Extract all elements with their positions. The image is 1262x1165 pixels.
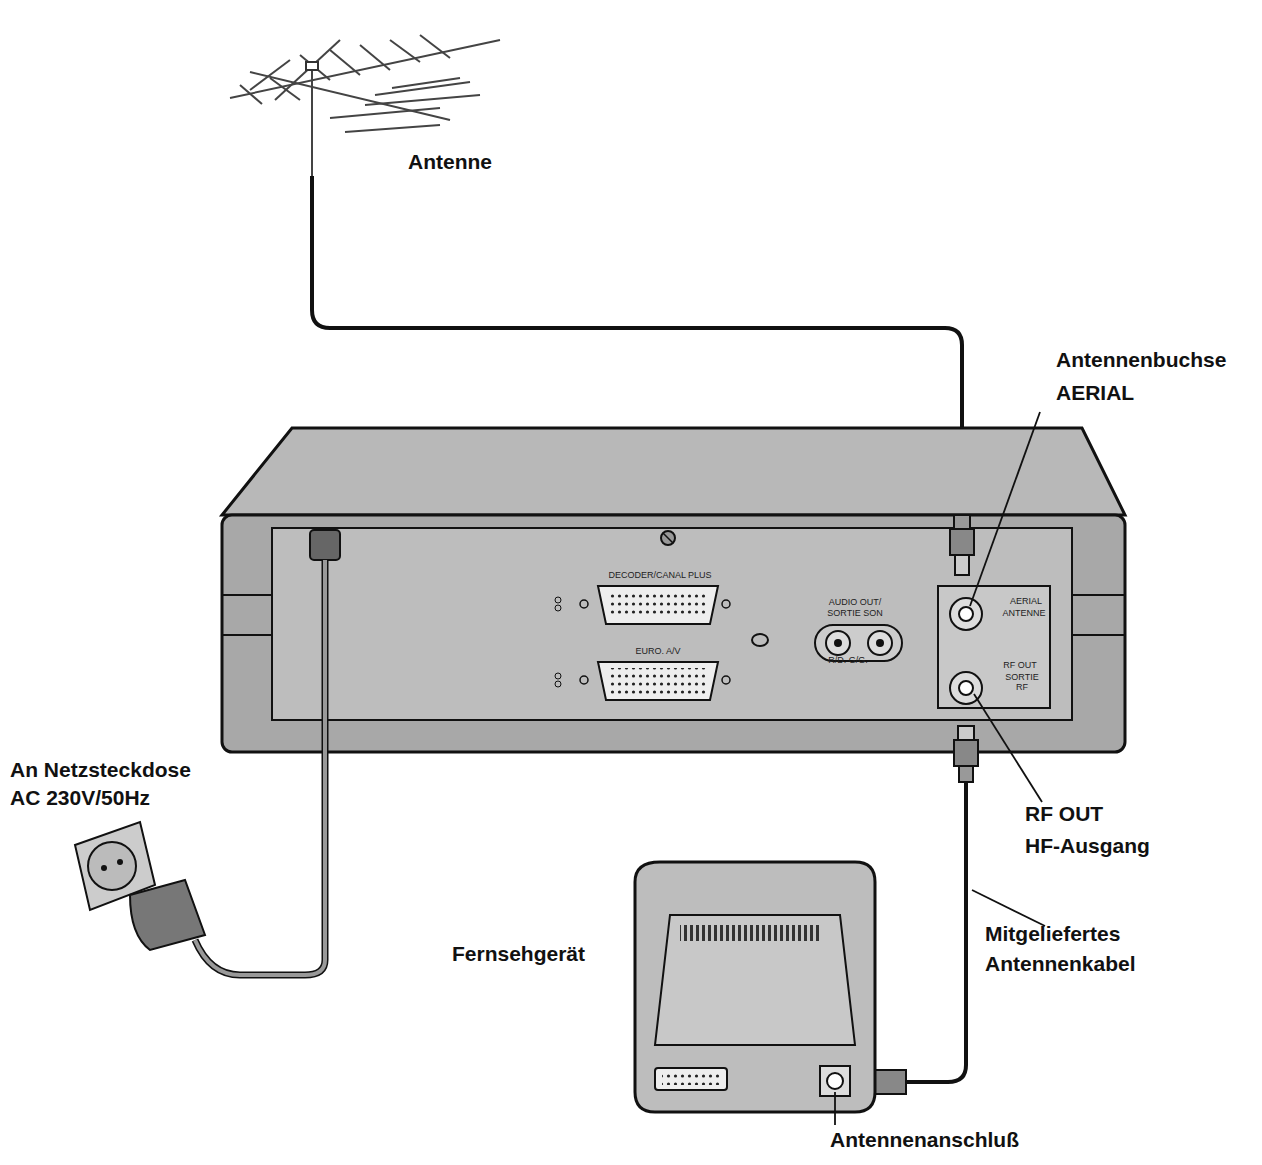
callout-label: Antennenbuchse xyxy=(1056,348,1226,372)
vcr-housing xyxy=(222,428,1125,752)
callout-label: Mitgeliefertes xyxy=(985,922,1120,946)
leader-lines xyxy=(835,412,1045,1125)
panel-label: AERIAL xyxy=(1010,597,1042,606)
tv-set xyxy=(635,862,875,1112)
callout-label: Antennenanschluß xyxy=(830,1128,1019,1152)
callout-label: Fernsehgerät xyxy=(452,942,585,966)
callout-label: Antenne xyxy=(408,150,492,174)
panel-label: RF xyxy=(1016,683,1028,692)
callout-label: RF OUT xyxy=(1025,802,1103,826)
callout-label: Antennenkabel xyxy=(985,952,1136,976)
panel-label: ANTENNE xyxy=(1002,609,1045,618)
callout-label: HF-Ausgang xyxy=(1025,834,1150,858)
panel-label: R/D. G/G. xyxy=(828,656,868,665)
panel-label: AUDIO OUT/ xyxy=(829,598,882,607)
panel-label: SORTIE xyxy=(1005,673,1038,682)
power-cord xyxy=(75,530,340,975)
antenna-plug xyxy=(950,515,974,575)
panel-label: RF OUT xyxy=(1003,661,1037,670)
callout-label: An Netzsteckdose xyxy=(10,758,191,782)
vcr-back-panel: DECODER/CANAL PLUS EURO. A/V AUDIO OUT/SOR… xyxy=(272,528,1072,720)
panel-label: EURO. A/V xyxy=(635,647,680,656)
antenna xyxy=(230,35,500,178)
panel-label: SORTIE SON xyxy=(827,609,882,618)
callout-label: AC 230V/50Hz xyxy=(10,786,150,810)
callout-label: AERIAL xyxy=(1056,381,1134,405)
panel-label: DECODER/CANAL PLUS xyxy=(608,571,711,580)
